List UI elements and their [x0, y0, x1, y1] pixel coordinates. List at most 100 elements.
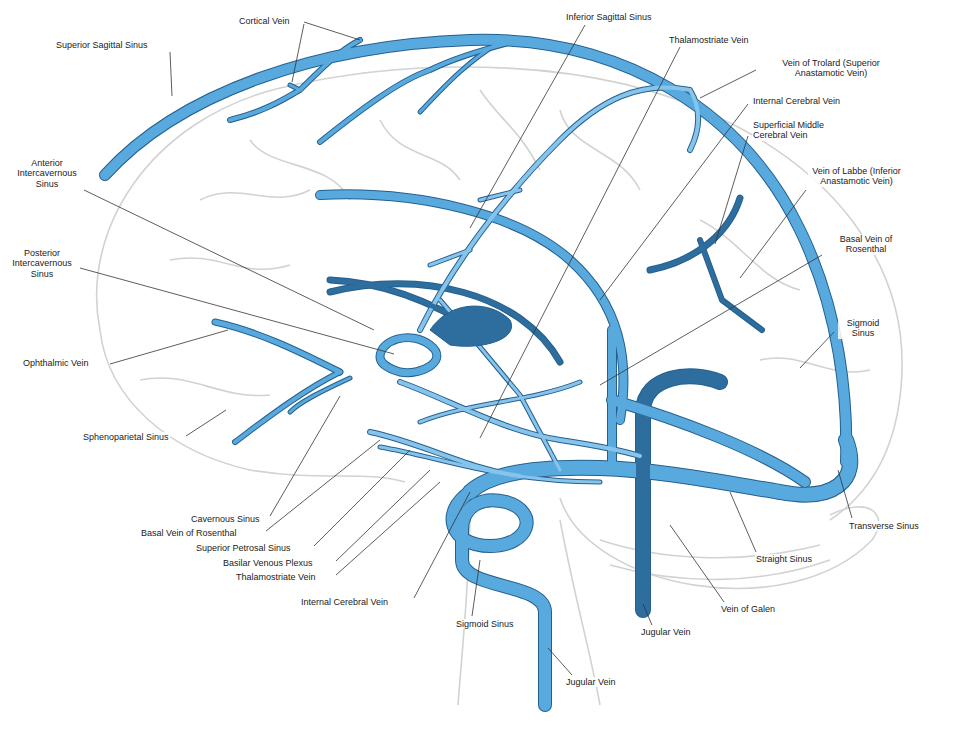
leader-line: [304, 22, 360, 40]
part-label: Basal Vein of Rosenthal: [140, 528, 238, 538]
vessel: [650, 198, 740, 270]
vessel: [105, 40, 846, 462]
vessel: [380, 338, 437, 373]
brain-contour: [170, 258, 290, 269]
part-label: Posterior Intercavernous Sinus: [5, 248, 79, 279]
vessel-outline: [480, 190, 520, 200]
leader-line: [314, 450, 410, 546]
part-label: Jugular Vein: [640, 627, 692, 637]
part-label: Internal Cerebral Vein: [752, 96, 841, 106]
leader-line: [336, 470, 430, 561]
vessel-outline: [420, 42, 500, 112]
part-label: Vein of Galen: [720, 604, 776, 614]
part-label: Vein of Labbe (Inferior Anastamotic Vein…: [808, 166, 905, 187]
part-label: Cavernous Sinus: [190, 514, 261, 524]
part-label: Vein of Trolard (Superior Anastamotic Ve…: [760, 58, 902, 79]
vessel-outline: [235, 372, 340, 442]
vessel: [480, 190, 520, 200]
part-label: Transverse Sinus: [848, 521, 920, 531]
part-label: Inferior Sagittal Sinus: [565, 12, 653, 22]
part-label: Superior Petrosal Sinus: [195, 543, 292, 553]
vessel-outline: [215, 322, 340, 372]
part-label: Cortical Vein: [238, 16, 291, 26]
part-label: Ophthalmic Vein: [22, 358, 90, 368]
leader-line: [643, 604, 652, 625]
part-label: Sigmoid Sinus: [838, 318, 888, 339]
leader-line: [186, 410, 226, 436]
leader-line: [730, 492, 756, 552]
vessel-outline: [320, 194, 623, 420]
part-label: Jugular Vein: [565, 677, 617, 687]
leader-line: [270, 396, 340, 516]
leader-line: [170, 52, 172, 96]
brain-contour: [560, 498, 879, 588]
leader-line: [715, 136, 748, 244]
leader-line: [800, 332, 834, 368]
brain-contour: [100, 330, 405, 482]
leader-line: [336, 482, 440, 575]
leader-line: [548, 648, 572, 675]
vessel-outline: [453, 492, 545, 705]
leader-line: [470, 25, 585, 228]
vessel: [430, 250, 470, 265]
vessel: [330, 284, 560, 362]
leader-line: [414, 492, 470, 598]
brain-contour: [97, 67, 902, 520]
leader-line: [700, 70, 756, 98]
vessel: [215, 322, 340, 372]
vessels: [105, 40, 850, 705]
vessel: [320, 40, 520, 142]
vessel: [230, 40, 360, 120]
part-label: Internal Cerebral Vein: [300, 597, 389, 607]
vessel: [420, 42, 500, 112]
vessel-outline: [330, 284, 560, 362]
leader-lines: [80, 22, 852, 675]
vessel: [453, 492, 545, 705]
part-label: Superior Sagittal Sinus: [55, 40, 149, 50]
leader-line: [600, 255, 822, 385]
part-label: Thalamostriate Vein: [235, 572, 317, 582]
brain-contour: [380, 120, 460, 180]
vessel: [420, 382, 580, 422]
vessel-outline: [380, 338, 437, 373]
leader-line: [472, 560, 480, 616]
vessel-outline: [290, 85, 300, 90]
vessel: [320, 194, 623, 420]
part-label: Thalamostriate Vein: [668, 35, 750, 45]
vessel: [235, 372, 340, 442]
leader-line: [480, 47, 680, 438]
vessel: [700, 240, 762, 330]
vessel-outline: [370, 432, 520, 476]
sinus-blob: [430, 306, 512, 346]
part-label: Superficial Middle Cerebral Vein: [752, 120, 854, 141]
part-label: Sphenoparietal Sinus: [82, 432, 170, 442]
vessel: [380, 447, 600, 482]
vessel: [470, 440, 850, 495]
leader-line: [740, 190, 806, 278]
brain-outline: [97, 67, 902, 705]
vessel-outline: [650, 198, 740, 270]
vessel: [290, 378, 350, 412]
vessel-outline: [700, 240, 762, 330]
leader-line: [292, 24, 304, 82]
leader-line: [838, 470, 852, 518]
leader-line: [600, 104, 748, 300]
vessel: [290, 85, 300, 90]
part-label: Anterior Intercavernous Sinus: [10, 158, 84, 189]
part-label: Basal Vein of Rosenthal: [825, 234, 907, 255]
part-label: Basilar Venous Plexus: [222, 558, 314, 568]
part-label: Straight Sinus: [755, 554, 813, 564]
part-label: Sigmoid Sinus: [455, 619, 515, 629]
vessel: [420, 87, 698, 330]
brain-contour: [200, 190, 310, 200]
leader-line: [80, 268, 394, 354]
vessel: [612, 400, 805, 482]
leader-line: [670, 525, 724, 602]
brain-contour: [140, 378, 270, 396]
brain-contour: [760, 358, 870, 372]
vessel-outline: [105, 40, 846, 462]
brain-contour: [560, 110, 640, 190]
leader-line: [266, 440, 380, 531]
vessel: [370, 432, 520, 476]
